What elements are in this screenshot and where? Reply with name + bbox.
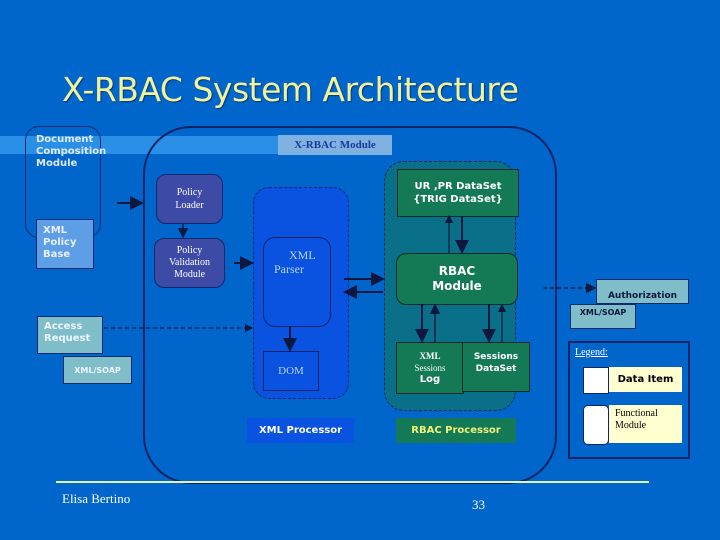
page-number: 33 [472,497,485,512]
policy-validation-module: Policy Validation Module [154,238,225,288]
legend-data-item-label: Data Item [609,367,682,392]
footer-divider [56,481,649,483]
xrbac-module-container [143,126,557,484]
log-line1: XML [419,351,441,361]
xml-policy-base: XML Policy Base [36,219,94,269]
xml-soap-left: XML/SOAP [63,356,132,384]
legend-data-item-swatch [583,367,609,394]
sessions-dataset: Sessions DataSet [462,342,530,392]
footer-author: Elisa Bertino [62,491,131,506]
xml-parser-line1: XML [289,248,316,262]
xml-parser-line2: Parser [274,262,304,276]
xml-processor-label: XML Processor [247,418,354,443]
sessions-line2: DataSet [475,364,517,374]
xml-sessions-log: XML Sessions Log [396,342,464,394]
ur-pr-dataset: UR ,PR DataSet {TRIG DataSet} [397,169,519,217]
legend-functional-module-swatch [583,405,609,445]
rbac-module-line2: Module [432,279,482,293]
log-line3: Log [419,374,441,385]
rbac-module-line1: RBAC [438,264,476,278]
log-line2: Sessions [414,363,446,373]
document-composition-label: Document Composition Module [36,134,116,170]
xrbac-module-label: X-RBAC Module [278,135,392,155]
xml-soap-right: XML/SOAP [570,304,636,329]
xml-parser: XML Parser [263,237,331,327]
sessions-line1: Sessions [473,352,519,362]
ur-pr-line1: UR ,PR DataSet [414,181,502,192]
slide-title: X-RBAC System Architecture [62,70,519,109]
policy-loader: Policy Loader [156,174,223,224]
rbac-module: RBAC Module [396,253,518,305]
authorization: Authorization [596,279,689,304]
document-composition-text: Document Composition Module [36,134,107,169]
legend-title: Legend: [575,347,608,358]
legend-box [568,341,690,459]
access-request: Access Request [37,316,103,354]
rbac-processor-label: RBAC Processor [396,418,516,443]
ur-pr-line2: {TRIG DataSet} [413,194,503,205]
legend-functional-module-label: Functional Module [609,405,682,443]
